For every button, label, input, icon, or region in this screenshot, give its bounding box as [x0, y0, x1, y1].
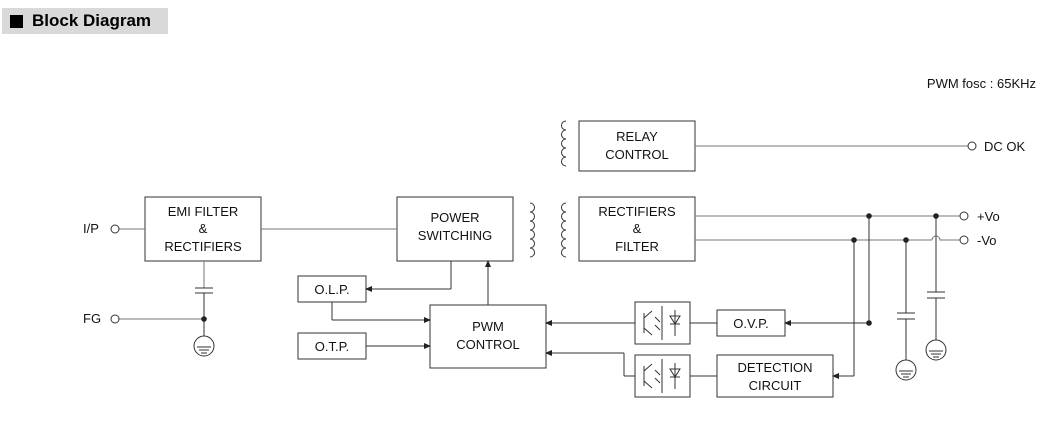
power-switching-label-line2: SWITCHING: [418, 228, 492, 243]
terminal-vo-minus: -Vo: [959, 233, 997, 248]
emi-filter-label-line3: RECTIFIERS: [164, 239, 242, 254]
terminal-vo-plus: +Vo: [959, 209, 1000, 224]
pwm-control-block: PWM CONTROL: [429, 304, 547, 369]
rectifiers-filter-label-line1: RECTIFIERS: [598, 204, 676, 219]
pwm-frequency-note: PWM fosc : 65KHz: [927, 76, 1036, 91]
otp-label: O.T.P.: [315, 339, 349, 354]
relay-control-block: RELAY CONTROL: [578, 120, 696, 172]
terminal-ip: I/P: [83, 221, 120, 236]
power-switching-label-line1: POWER: [430, 210, 479, 225]
relay-coil-icon: [561, 120, 567, 167]
ground-icon: [193, 335, 215, 357]
terminal-ip-label: I/P: [83, 221, 99, 236]
terminal-dc-ok: DC OK: [967, 139, 1026, 154]
detection-circuit-block: DETECTION CIRCUIT: [716, 354, 834, 398]
terminal-fg-label: FG: [83, 311, 101, 326]
power-switching-block: POWER SWITCHING: [396, 196, 514, 262]
optocoupler-lower: [634, 354, 691, 398]
transformer-coil-icon: [529, 202, 567, 258]
ovp-block: O.V.P.: [716, 309, 786, 337]
emi-filter-label-line2: &: [199, 221, 208, 236]
relay-control-label-line1: RELAY: [616, 129, 658, 144]
capacitor-icon: [927, 291, 945, 299]
terminal-fg: FG: [83, 311, 120, 326]
terminal-vo-minus-label: -Vo: [977, 233, 997, 248]
ground-icon: [925, 339, 947, 361]
square-bullet-icon: [10, 14, 23, 28]
pwm-control-label-line2: CONTROL: [456, 337, 520, 352]
pwm-control-label-line1: PWM: [472, 319, 504, 334]
section-header: Block Diagram: [2, 8, 168, 34]
capacitor-icon: [195, 287, 213, 297]
rectifiers-filter-label-line2: &: [633, 221, 642, 236]
detection-label-line2: CIRCUIT: [749, 378, 802, 393]
junction-dots: [201, 213, 939, 326]
otp-block: O.T.P.: [297, 332, 367, 360]
section-title: Block Diagram: [32, 11, 152, 30]
relay-control-label-line2: CONTROL: [605, 147, 669, 162]
ground-icon: [895, 359, 917, 381]
capacitor-icon: [897, 312, 915, 320]
terminal-vo-plus-label: +Vo: [977, 209, 1000, 224]
ovp-label: O.V.P.: [733, 316, 768, 331]
rectifiers-filter-label-line3: FILTER: [615, 239, 659, 254]
terminal-dc-ok-label: DC OK: [984, 139, 1026, 154]
rectifiers-filter-block: RECTIFIERS & FILTER: [578, 196, 696, 262]
emi-filter-block: EMI FILTER & RECTIFIERS: [144, 196, 262, 262]
emi-filter-label-line1: EMI FILTER: [168, 204, 239, 219]
olp-label: O.L.P.: [314, 282, 349, 297]
detection-label-line1: DETECTION: [737, 360, 812, 375]
olp-block: O.L.P.: [297, 275, 367, 303]
optocoupler-upper: [634, 301, 691, 345]
wires: [119, 145, 968, 379]
